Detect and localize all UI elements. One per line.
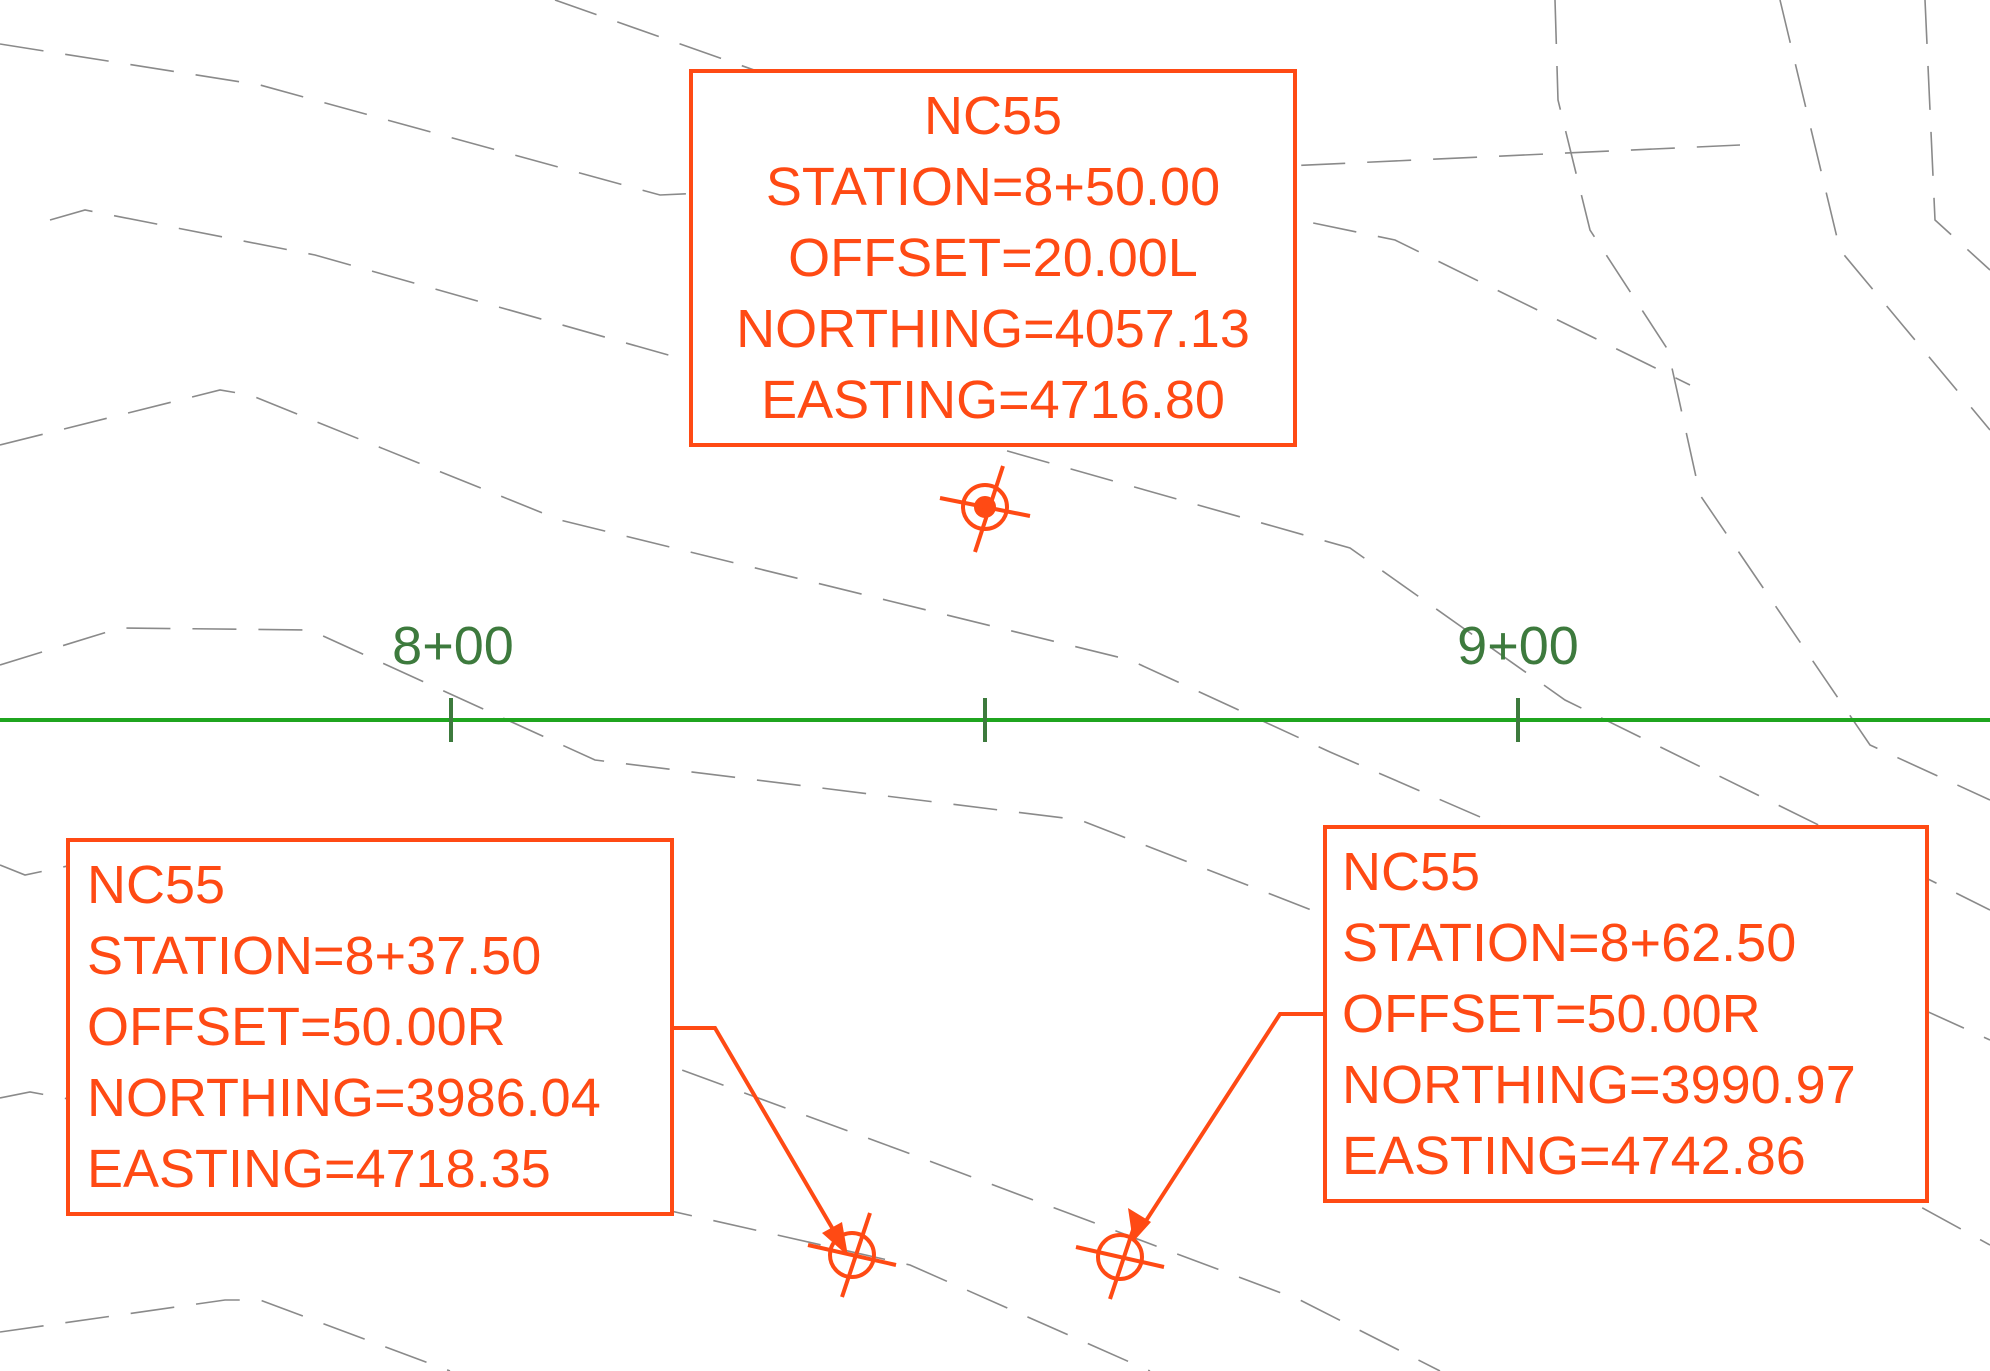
label-offset: OFFSET=20.00L xyxy=(788,228,1198,288)
label-point-name: NC55 xyxy=(87,855,225,915)
label-box-frame xyxy=(689,69,1297,447)
point-marker-left xyxy=(807,1212,897,1298)
station-label-8-00: 8+00 xyxy=(392,616,514,676)
point-label-box-right: NC55 STATION=8+62.50 OFFSET=50.00R NORTH… xyxy=(1323,825,1929,1203)
contour-line xyxy=(0,854,1441,1371)
label-station: STATION=8+62.50 xyxy=(1342,913,1796,973)
point-label-box-top: NC55 STATION=8+50.00 OFFSET=20.00L NORTH… xyxy=(689,69,1297,447)
label-easting: EASTING=4742.86 xyxy=(1342,1126,1806,1186)
contour-line xyxy=(49,209,1990,911)
alignment: 8+00 9+00 xyxy=(0,616,1990,742)
point-marker-right xyxy=(1075,1214,1165,1300)
label-offset: OFFSET=50.00R xyxy=(1342,984,1761,1044)
leader-line-left xyxy=(672,1026,843,1245)
label-box-frame xyxy=(66,838,674,1216)
label-point-name: NC55 xyxy=(1342,842,1480,902)
label-northing: NORTHING=3990.97 xyxy=(1342,1055,1856,1115)
contour-line xyxy=(1779,0,1990,431)
label-northing: NORTHING=3986.04 xyxy=(87,1068,601,1128)
label-easting: EASTING=4718.35 xyxy=(87,1139,551,1199)
label-box-frame xyxy=(1323,825,1929,1203)
contour-line xyxy=(0,1299,451,1371)
contour-line xyxy=(0,389,1990,1041)
point-marker-top xyxy=(939,465,1031,553)
leader-lines xyxy=(672,1012,1325,1256)
label-station: STATION=8+37.50 xyxy=(87,926,541,986)
label-northing: NORTHING=4057.13 xyxy=(736,299,1250,359)
point-label-box-left: NC55 STATION=8+37.50 OFFSET=50.00R NORTH… xyxy=(66,838,674,1216)
label-station: STATION=8+50.00 xyxy=(766,157,1220,217)
label-offset: OFFSET=50.00R xyxy=(87,997,506,1057)
label-easting: EASTING=4716.80 xyxy=(761,370,1225,430)
label-point-name: NC55 xyxy=(924,86,1062,146)
contour-line xyxy=(1924,0,1990,271)
leader-line-right xyxy=(1138,1012,1325,1232)
point-markers xyxy=(807,465,1165,1300)
station-label-9-00: 9+00 xyxy=(1457,616,1579,676)
contour-line xyxy=(1554,0,1990,801)
